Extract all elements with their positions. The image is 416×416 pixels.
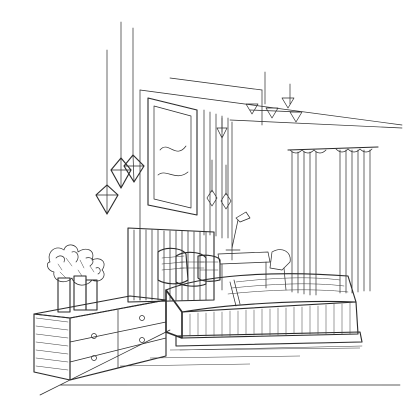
bed-pillows	[157, 247, 221, 287]
nightstand	[217, 249, 291, 291]
wall-picture-frame	[147, 97, 198, 216]
dresser	[33, 295, 167, 381]
window-curtains	[287, 146, 379, 296]
flower-vases	[47, 244, 105, 313]
pendant-lamps	[95, 21, 145, 215]
bed-frame	[165, 273, 363, 351]
desk-lamp	[225, 211, 251, 251]
bedside-pendants	[206, 159, 232, 210]
wall-panels	[203, 109, 229, 239]
floor-shading	[119, 347, 361, 367]
bed-headboard	[127, 227, 215, 303]
ceiling-chandelier	[216, 71, 303, 139]
room-walls	[39, 77, 403, 396]
